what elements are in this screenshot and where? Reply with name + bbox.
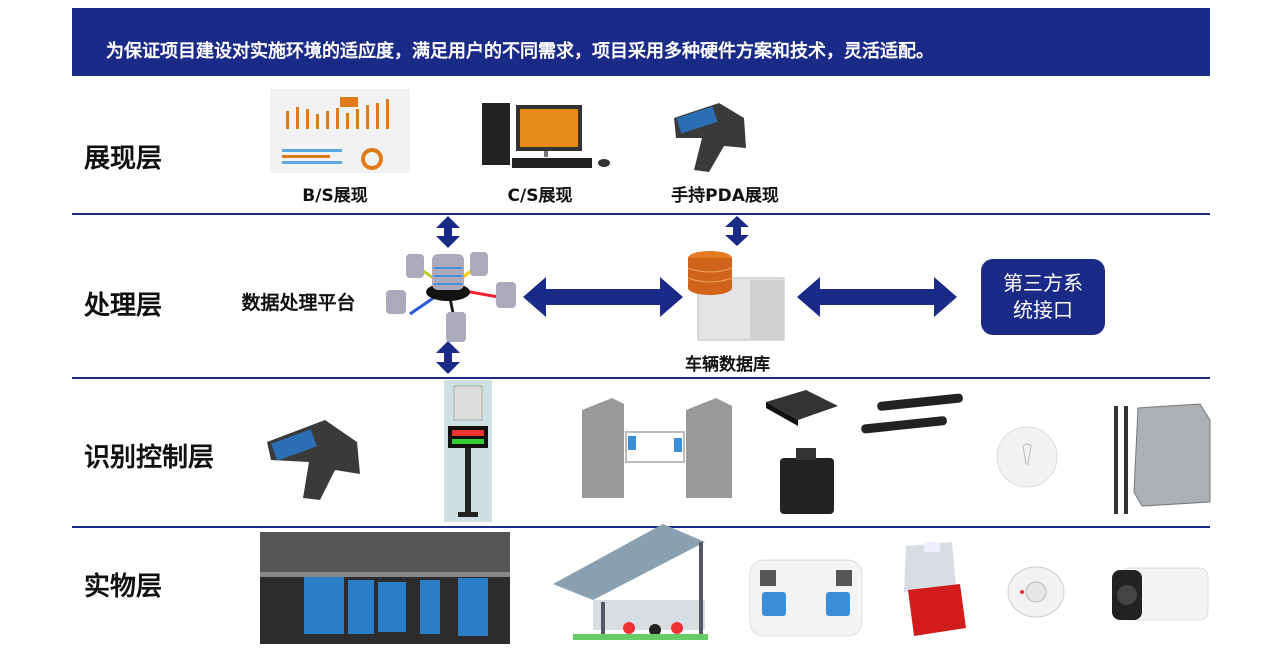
alarm-siren-image — [904, 542, 966, 636]
rfid-tag-antenna-image — [861, 393, 963, 434]
platform-caption: 数据处理平台 — [241, 292, 356, 314]
layer-label-recognition: 识别控制层 — [84, 443, 215, 473]
header-banner: 为保证项目建设对实施环境的适应度，满足用户的不同需求，项目采用多种硬件方案和技术… — [72, 8, 1210, 76]
parking-entrance-photo — [260, 532, 510, 644]
divider — [72, 213, 1210, 215]
third-party-line1: 第三方系 — [1003, 271, 1083, 295]
layer-label-presentation: 展现层 — [84, 144, 163, 174]
vertical-double-arrow — [436, 216, 460, 248]
third-party-line2: 统接口 — [1013, 298, 1073, 322]
ceiling-sensor-image — [996, 426, 1058, 488]
bs-caption: B/S展现 — [302, 186, 368, 206]
turnstile-gate-image — [582, 398, 732, 498]
bs-dashboard-image — [270, 89, 410, 173]
pda-device-image — [674, 103, 746, 172]
vehicle-database-server-image — [687, 251, 785, 341]
bullet-camera-image — [1112, 567, 1209, 621]
third-party-interface-box: 第三方系 统接口 — [981, 259, 1105, 335]
bicycle-shelter-image — [553, 524, 708, 640]
data-platform-image — [386, 252, 516, 342]
charging-socket-panel-image — [749, 559, 863, 637]
divider — [72, 526, 1210, 528]
parking-guidance-pole-image — [444, 380, 492, 522]
divider — [72, 377, 1210, 379]
horizontal-double-arrow — [797, 277, 957, 317]
header-text: 为保证项目建设对实施环境的适应度，满足用户的不同需求，项目采用多种硬件方案和技术… — [106, 41, 934, 62]
layer-label-physical: 实物层 — [84, 572, 163, 602]
vertical-double-arrow — [725, 216, 749, 246]
cs-caption: C/S展现 — [507, 186, 573, 206]
pda-caption: 手持PDA展现 — [671, 186, 779, 206]
cs-computer-image — [482, 103, 610, 168]
database-caption: 车辆数据库 — [685, 355, 770, 375]
horizontal-double-arrow — [523, 277, 683, 317]
rfid-reader-and-junction-box-image — [766, 390, 838, 514]
smoke-detector-image — [1007, 566, 1065, 618]
vertical-double-arrow — [436, 341, 460, 374]
handheld-reader-image — [267, 420, 360, 500]
outdoor-base-station-image — [1114, 403, 1211, 514]
layer-label-processing: 处理层 — [84, 291, 163, 321]
